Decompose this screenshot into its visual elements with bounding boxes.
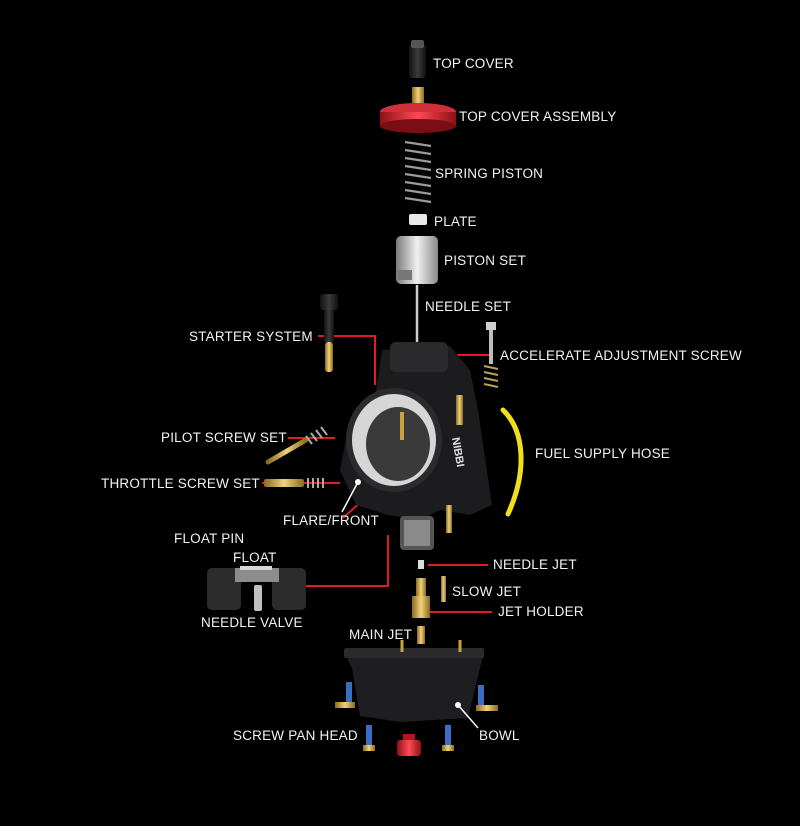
carburetor-body-part: NIBBI <box>340 342 492 550</box>
float-part <box>207 568 306 610</box>
label-jet-holder: JET HOLDER <box>498 604 584 619</box>
label-float: FLOAT <box>233 550 277 565</box>
spring-piston-part <box>404 140 432 204</box>
label-bowl: BOWL <box>479 728 520 743</box>
starter-system-part <box>320 294 338 372</box>
needle-jet-part <box>418 560 424 569</box>
top-cover-assembly-part <box>380 87 456 133</box>
pilot-screw-set-part <box>265 426 328 465</box>
drain-plug-part <box>397 734 421 756</box>
label-screw-pan-head: SCREW PAN HEAD <box>233 728 358 743</box>
label-starter-system: STARTER SYSTEM <box>189 329 313 344</box>
label-spring-piston: SPRING PISTON <box>435 166 544 181</box>
label-main-jet: MAIN JET <box>349 627 413 642</box>
screw-pan-head-part <box>335 682 498 751</box>
main-jet-part <box>417 626 425 644</box>
body-marking: NIBBI <box>449 436 466 468</box>
accelerate-adjustment-screw-part <box>483 322 499 388</box>
piston-set-part <box>396 236 438 284</box>
label-flare-front: FLARE/FRONT <box>283 513 379 528</box>
label-accelerate-adjustment-screw: ACCELERATE ADJUSTMENT SCREW <box>500 348 742 363</box>
bowl-part <box>344 640 484 722</box>
label-throttle-screw-set: THROTTLE SCREW SET <box>101 476 260 491</box>
label-fuel-supply-hose: FUEL SUPPLY HOSE <box>535 446 670 461</box>
bowl-pointer-line <box>457 704 479 729</box>
label-plate: PLATE <box>434 214 477 229</box>
plate-part <box>409 214 427 225</box>
float-pin-part <box>240 566 272 570</box>
label-needle-jet: NEEDLE JET <box>493 557 577 572</box>
top-cover-part <box>409 40 426 78</box>
label-pilot-screw-set: PILOT SCREW SET <box>161 430 287 445</box>
label-top-cover-assembly: TOP COVER ASSEMBLY <box>459 109 617 124</box>
label-needle-set: NEEDLE SET <box>425 299 512 314</box>
label-top-cover: TOP COVER <box>433 56 514 71</box>
label-piston-set: PISTON SET <box>444 253 527 268</box>
needle-valve-part <box>254 585 262 611</box>
label-float-pin: FLOAT PIN <box>174 531 245 546</box>
fuel-supply-hose-part <box>500 407 524 517</box>
label-needle-valve: NEEDLE VALVE <box>201 615 303 630</box>
throttle-screw-set-part <box>264 478 324 488</box>
slow-jet-part <box>441 576 446 602</box>
label-slow-jet: SLOW JET <box>452 584 522 599</box>
flare-pointer-line <box>341 481 359 513</box>
jet-holder-part <box>412 578 430 618</box>
